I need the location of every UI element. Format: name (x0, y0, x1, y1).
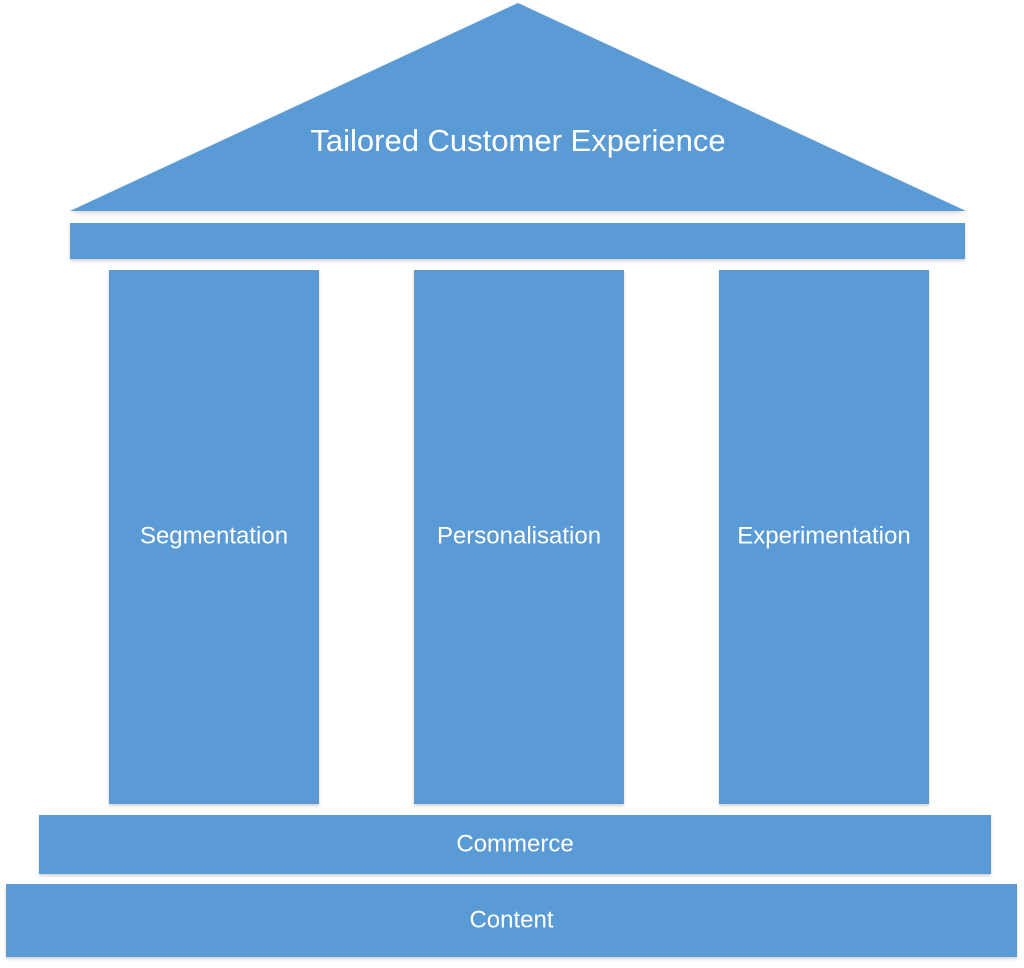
pillar-label: Experimentation (737, 522, 911, 550)
roof-beam (70, 223, 965, 259)
foundation-label: Content (469, 906, 554, 934)
roof-label: Tailored Customer Experience (310, 123, 726, 158)
roof-triangle (70, 3, 966, 211)
pillar-label: Personalisation (436, 522, 602, 550)
roof: Tailored Customer Experience (70, 3, 966, 213)
foundation-label: Commerce (456, 830, 574, 858)
pillar-segmentation: Segmentation (109, 270, 319, 804)
foundation-commerce: Commerce (39, 815, 991, 874)
foundation-content: Content (6, 884, 1017, 957)
pillar-label: Segmentation (139, 522, 289, 550)
pillar-personalisation: Personalisation (414, 270, 624, 804)
pillar-experimentation: Experimentation (719, 270, 929, 804)
